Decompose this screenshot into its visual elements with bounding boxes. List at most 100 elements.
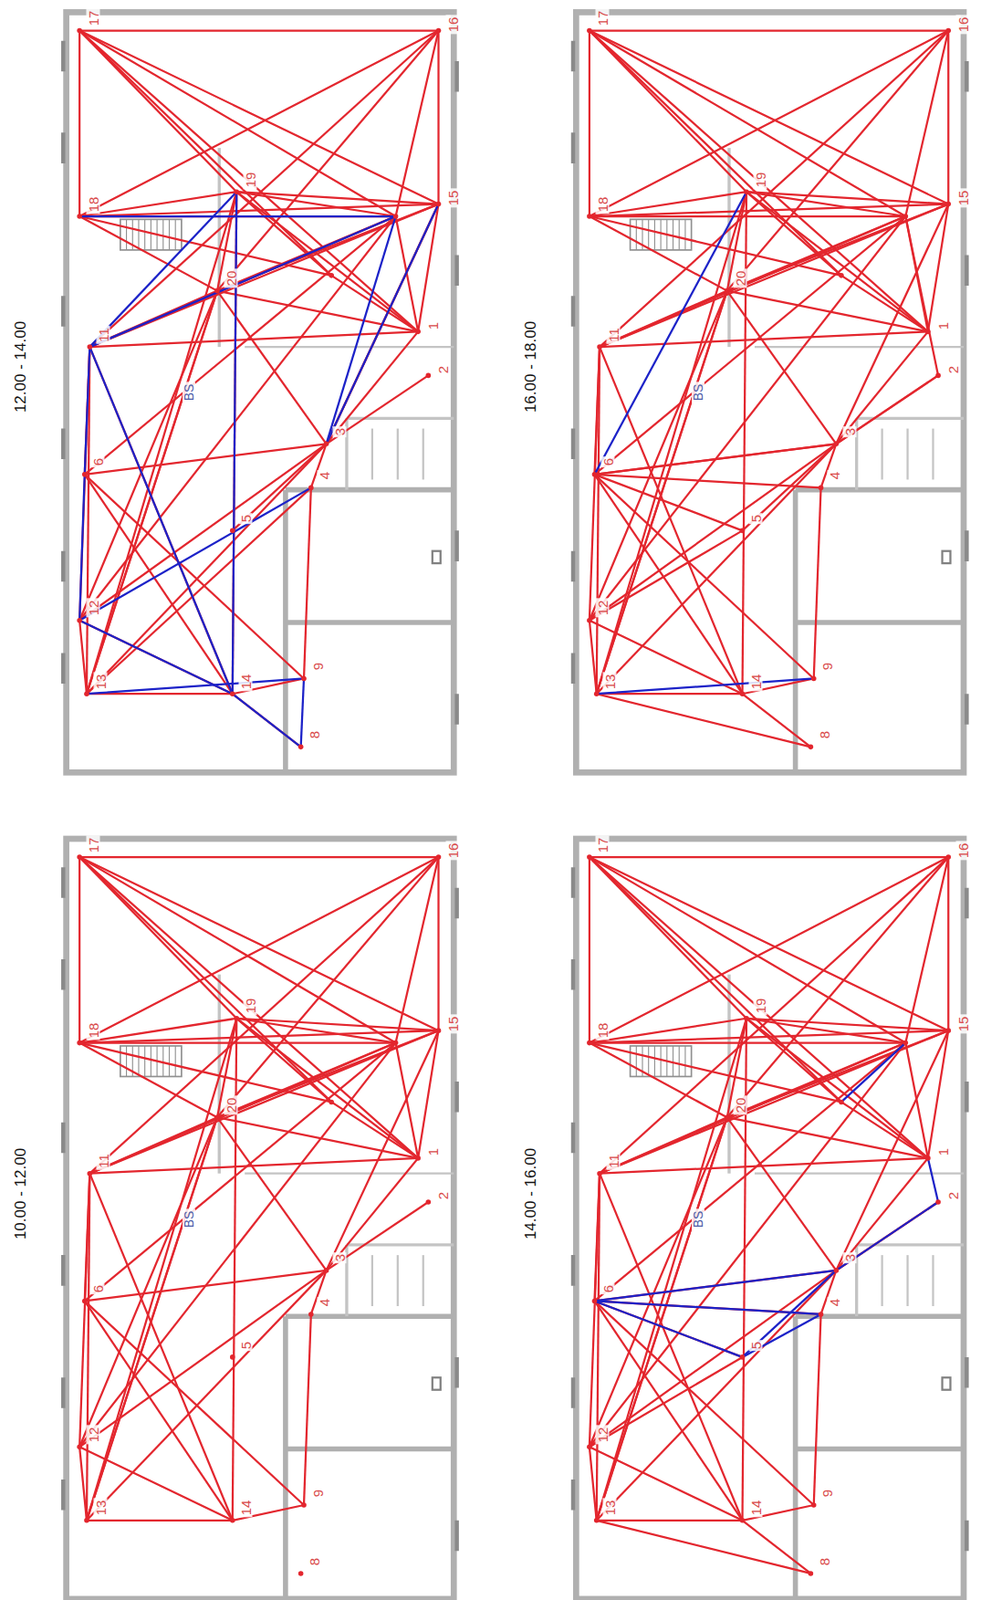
- connection-line: [835, 1201, 939, 1271]
- point-number: 5: [239, 1338, 253, 1350]
- survey-point: [925, 329, 931, 335]
- connection-line: [84, 1043, 397, 1302]
- survey-point: [945, 1027, 951, 1034]
- connection-line: [835, 331, 929, 444]
- point-number: 19: [242, 996, 257, 1016]
- connection-line: [594, 443, 836, 475]
- connection-line: [589, 216, 728, 292]
- point-number: 8: [307, 729, 322, 741]
- point-number: 11: [605, 325, 620, 345]
- survey-point: [87, 344, 94, 350]
- connection-line: [746, 1018, 929, 1159]
- connection-line: [746, 191, 842, 276]
- survey-point: [301, 676, 307, 682]
- connection-line: [589, 856, 949, 1043]
- connection-line: [86, 678, 304, 694]
- connection-line: [589, 856, 747, 1019]
- connection-line: [594, 474, 821, 489]
- connection-line: [841, 1043, 906, 1103]
- point-number: 5: [239, 512, 253, 524]
- connection-line: [835, 1158, 929, 1271]
- survey-point: [740, 690, 746, 697]
- connection-line: [596, 1018, 747, 1521]
- point-number: 12: [595, 1425, 610, 1445]
- survey-point: [233, 188, 240, 195]
- connection-line: [79, 856, 439, 1031]
- point-number: 1: [425, 319, 439, 331]
- survey-point: [308, 1311, 314, 1317]
- survey-point: [586, 28, 593, 34]
- connection-line: [589, 31, 747, 193]
- survey-point: [214, 288, 220, 294]
- connection-line: [396, 31, 439, 217]
- survey-point: [229, 1517, 236, 1524]
- point-number: 16: [955, 841, 970, 861]
- connection-line: [596, 1116, 728, 1521]
- connection-line: [236, 1018, 439, 1031]
- connection-line: [326, 204, 439, 445]
- point-number: 1: [935, 1146, 950, 1158]
- survey-point: [76, 28, 83, 34]
- point-number: 2: [945, 1189, 960, 1201]
- survey-point: [233, 1015, 240, 1022]
- connection-line: [594, 1270, 836, 1302]
- connection-line: [79, 856, 332, 1102]
- connection-line: [89, 191, 237, 347]
- point-number: 8: [816, 1554, 831, 1566]
- point-number: 3: [333, 426, 347, 438]
- connection-line: [589, 856, 929, 1159]
- survey-point: [301, 1502, 307, 1508]
- time-label: 16.00 - 18.00: [521, 318, 540, 416]
- connection-line: [79, 31, 396, 217]
- room-label: BS: [691, 1209, 705, 1231]
- connection-line: [589, 620, 743, 694]
- connection-line: [599, 1043, 906, 1174]
- connection-line: [742, 1018, 747, 1521]
- connection-line: [79, 856, 418, 1159]
- connection-line: [79, 856, 237, 1019]
- connection-line: [589, 1043, 728, 1118]
- connection-line: [746, 1018, 949, 1031]
- survey-point: [393, 213, 399, 220]
- survey-point: [82, 471, 88, 478]
- connection-line: [79, 474, 85, 621]
- connection-line: [594, 216, 906, 475]
- connection-line: [301, 678, 304, 747]
- connection-line: [79, 31, 237, 193]
- point-number: 8: [816, 729, 831, 741]
- survey-point: [229, 1354, 236, 1360]
- connection-line: [417, 204, 439, 333]
- connection-line: [905, 31, 949, 217]
- connection-line: [86, 487, 312, 694]
- connection-line: [396, 856, 439, 1043]
- connection-line: [236, 191, 439, 204]
- connection-line: [437, 856, 439, 1031]
- connection-line: [326, 331, 419, 444]
- connection-line: [905, 856, 949, 1043]
- point-number: 6: [91, 1283, 105, 1295]
- connection-line: [599, 856, 949, 1174]
- connection-line: [594, 1300, 742, 1357]
- point-number: 13: [603, 1498, 617, 1518]
- connection-line: [232, 1018, 237, 1521]
- survey-point: [811, 676, 817, 682]
- survey-point: [426, 1199, 432, 1205]
- survey-point: [743, 1015, 750, 1022]
- point-number: 17: [595, 9, 610, 29]
- point-number: 2: [435, 1189, 449, 1201]
- connection-line: [599, 31, 949, 348]
- survey-point: [436, 201, 442, 208]
- point-number: 14: [239, 1498, 253, 1518]
- point-number: 2: [435, 364, 449, 376]
- point-number: 2: [945, 364, 960, 376]
- connection-line: [232, 693, 302, 747]
- point-number: 4: [827, 1295, 842, 1307]
- connection-line: [596, 1520, 812, 1574]
- survey-point: [436, 1027, 442, 1034]
- time-label: 14.00 - 16.00: [521, 1145, 540, 1242]
- survey-point: [76, 213, 83, 220]
- connection-line: [589, 856, 906, 1043]
- connection-line: [928, 204, 949, 333]
- survey-point: [834, 1267, 840, 1274]
- point-number: 6: [91, 456, 105, 468]
